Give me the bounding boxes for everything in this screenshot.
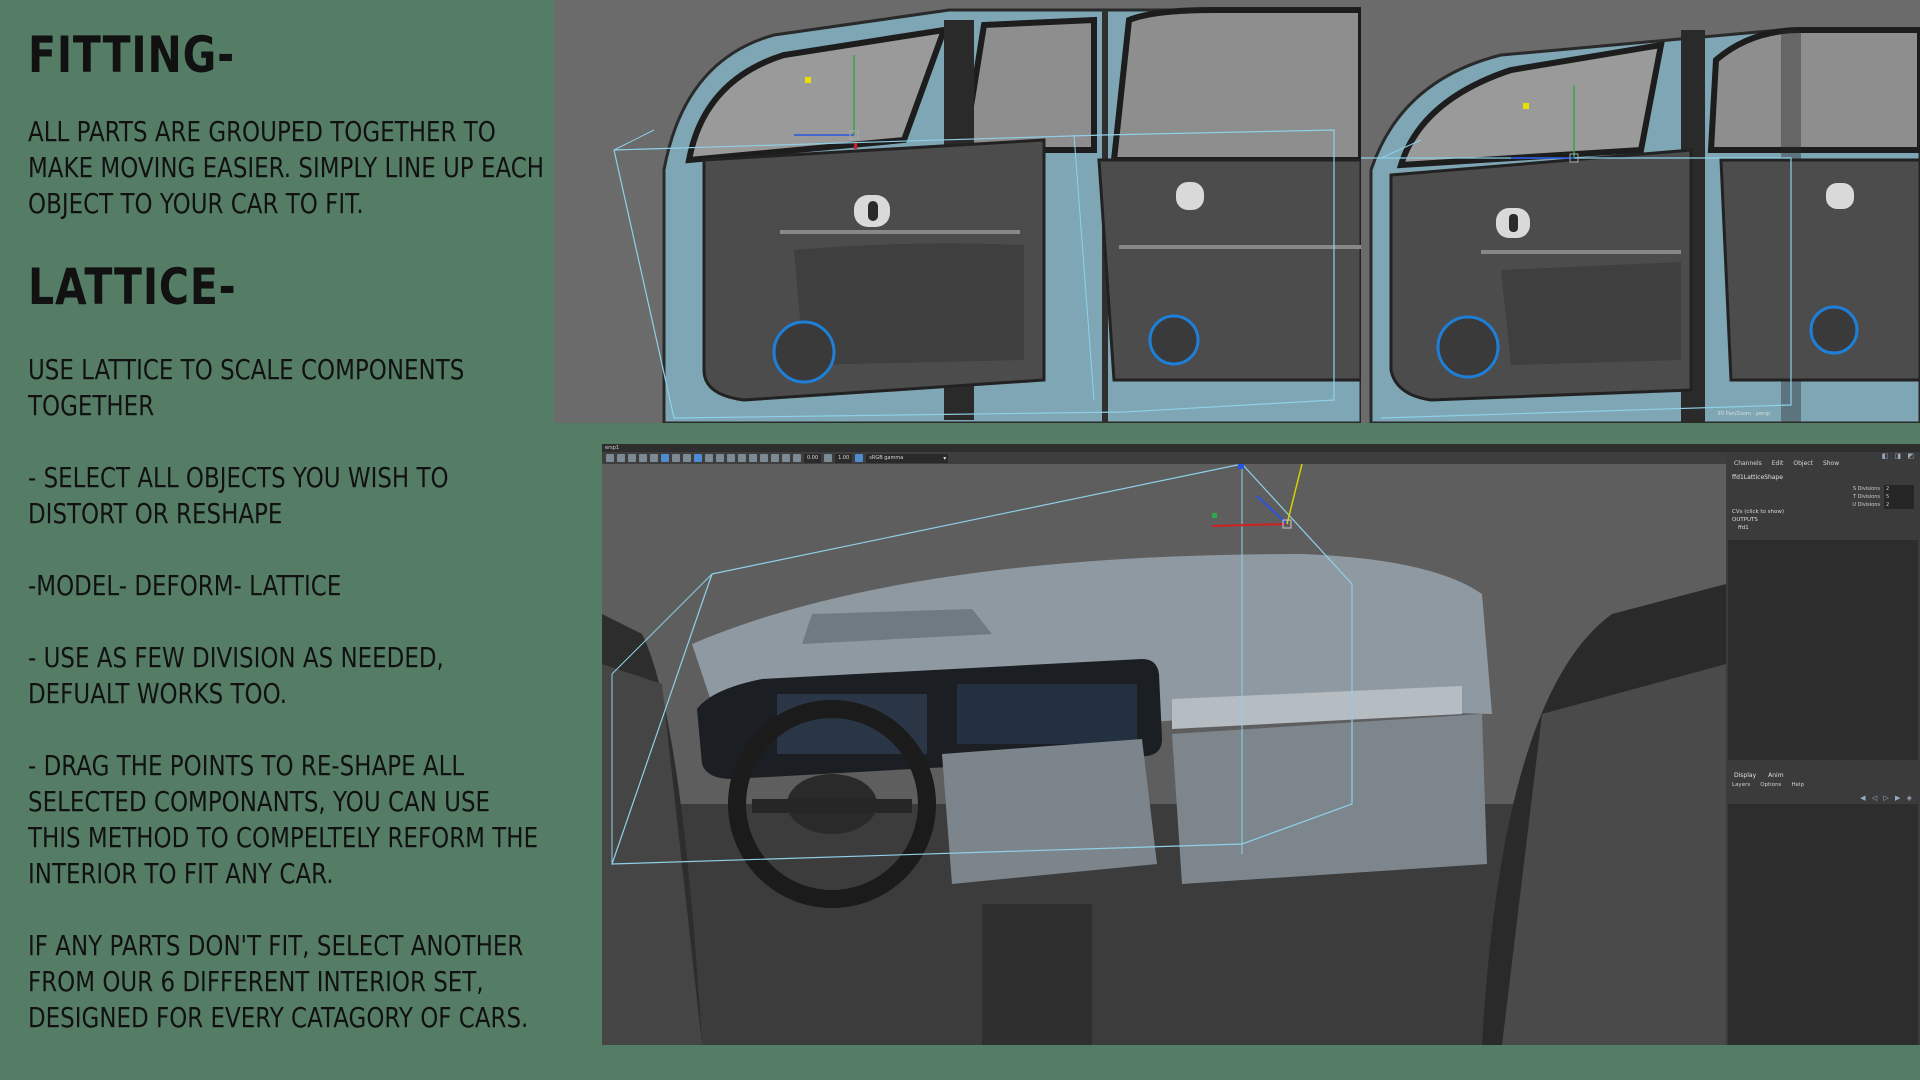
fitting-text: ALL PARTS ARE GROUPED TOGETHER TO MAKE M… [28, 115, 545, 220]
door-viewport-before[interactable] [554, 0, 1361, 423]
menu-channels[interactable]: Channels [1734, 460, 1762, 467]
step-drag: - DRAG THE POINTS TO RE-SHAPE ALL SELECT… [28, 749, 539, 890]
cvs-label[interactable]: CVs (click to show) [1732, 509, 1785, 515]
step-menu-path: -MODEL- DEFORM- LATTICE [28, 569, 342, 602]
attr-u-divisions[interactable]: U Divisions 2 [1852, 501, 1914, 509]
menu-layers[interactable]: Layers [1732, 782, 1751, 788]
menu-object[interactable]: Object [1793, 460, 1813, 467]
textured-icon[interactable] [705, 454, 713, 462]
fitting-heading: FITTING- [28, 26, 235, 84]
panel-label: ersp1 [605, 445, 620, 451]
output-node[interactable]: ffd1 [1738, 525, 1749, 531]
attr-value[interactable]: 2 [1884, 485, 1914, 493]
closing-text: IF ANY PARTS DON'T FIT, SELECT ANOTHER F… [28, 929, 529, 1034]
door-render-after [1361, 0, 1920, 423]
layer-editor-icons[interactable]: ◀ ◁ ▷ ▶ ◈ [1860, 794, 1914, 802]
tab-display[interactable]: Display [1734, 772, 1757, 779]
maya-window: ersp1 0.00 1.00 sRGB gamma [602, 444, 1920, 1045]
attr-value[interactable]: 5 [1884, 493, 1914, 501]
attr-t-divisions[interactable]: T Divisions 5 [1852, 493, 1914, 501]
resolution-gate-icon[interactable] [672, 454, 680, 462]
tab-anim[interactable]: Anim [1768, 772, 1784, 779]
grid-icon[interactable] [650, 454, 658, 462]
channel-box-panel: ◧ ◨ ◩ Channels Edit Object Show ffd1Latt… [1726, 452, 1920, 1045]
selected-node-name[interactable]: ffd1LatticeShape [1732, 474, 1783, 481]
aa-icon[interactable] [771, 454, 779, 462]
lattice-intro: USE LATTICE TO SCALE COMPONENTS TOGETHER [28, 353, 465, 422]
xray-icon[interactable] [738, 454, 746, 462]
instructions-column: FITTING- ALL PARTS ARE GROUPED TOGETHER … [28, 26, 545, 1036]
speaker-highlight-icon [772, 320, 836, 384]
viewport-toolbar: 0.00 1.00 sRGB gamma [602, 452, 1726, 464]
lattice-heading: LATTICE- [28, 258, 237, 316]
menu-options[interactable]: Options [1760, 782, 1782, 788]
lattice-attributes: S Divisions 2 T Divisions 5 U Divisions … [1852, 485, 1914, 509]
camera-icon[interactable] [606, 454, 614, 462]
bookmark-icon[interactable] [628, 454, 636, 462]
lock-icon[interactable] [617, 454, 625, 462]
lattice-viewport[interactable] [602, 464, 1726, 1045]
attr-label: T Divisions [1852, 494, 1880, 500]
attr-s-divisions[interactable]: S Divisions 2 [1852, 485, 1914, 493]
ao-icon[interactable] [760, 454, 768, 462]
channel-box-toolbar-icons[interactable]: ◧ ◨ ◩ [1881, 452, 1916, 460]
outputs-label: OUTPUTS [1732, 517, 1758, 523]
gamma-icon[interactable] [824, 454, 833, 462]
colorspace-select[interactable]: sRGB gamma [866, 453, 949, 463]
menu-edit[interactable]: Edit [1771, 460, 1784, 467]
panel-titlebar: ersp1 [602, 444, 1920, 452]
menu-help[interactable]: Help [1791, 782, 1804, 788]
layer-list-area [1728, 804, 1918, 1045]
layer-editor-tabs: Display Anim [1734, 772, 1784, 779]
gamma-field[interactable]: 1.00 [835, 453, 853, 463]
step-select: - SELECT ALL OBJECTS YOU WISH TO DISTORT… [28, 461, 449, 530]
shaded-icon[interactable] [694, 454, 702, 462]
exposure-icon[interactable] [793, 454, 801, 462]
image-plane-icon[interactable] [639, 454, 647, 462]
exposure-field[interactable]: 0.00 [804, 453, 822, 463]
shadows-icon[interactable] [727, 454, 735, 462]
dashboard-render [602, 464, 1726, 1045]
channel-list-area [1728, 540, 1918, 760]
menu-show[interactable]: Show [1822, 460, 1840, 467]
viewport-caption: 3D Pan/Zoom - persp [1717, 411, 1770, 417]
attr-value[interactable]: 2 [1884, 501, 1914, 509]
cvs-section: CVs (click to show) OUTPUTS ffd1 [1732, 508, 1784, 532]
wireframe-icon[interactable] [683, 454, 691, 462]
attr-label: S Divisions [1852, 486, 1880, 492]
lights-icon[interactable] [716, 454, 724, 462]
dof-icon[interactable] [782, 454, 790, 462]
step-divisions: - USE AS FEW DIVISION AS NEEDED, DEFUALT… [28, 641, 444, 710]
layer-editor-menu: Layers Options Help [1732, 782, 1804, 788]
color-management-icon[interactable] [855, 454, 864, 462]
isolate-icon[interactable] [749, 454, 757, 462]
attr-label: U Divisions [1852, 502, 1880, 508]
film-gate-icon[interactable] [661, 454, 669, 462]
door-viewport-after[interactable]: 3D Pan/Zoom - persp [1361, 0, 1920, 423]
move-manipulator-icon [805, 77, 811, 83]
door-render-before [554, 0, 1361, 423]
channel-box-menu: Channels Edit Object Show [1734, 460, 1839, 467]
